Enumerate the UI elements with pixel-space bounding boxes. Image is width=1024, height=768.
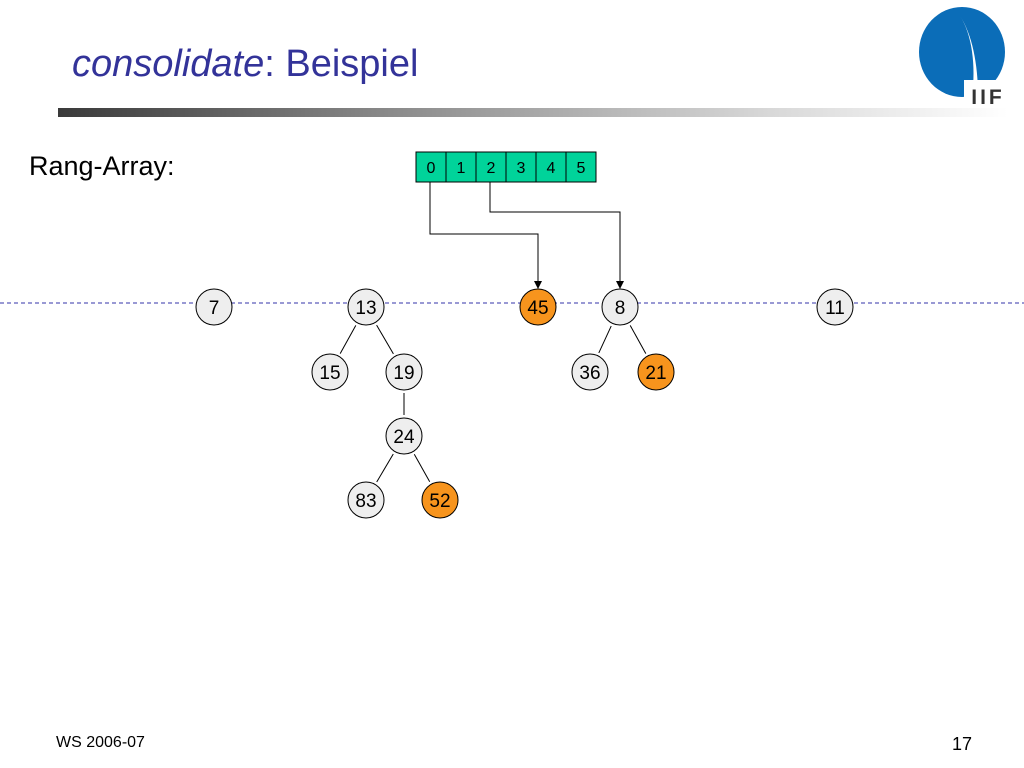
node-layer: 7 13 45 8 11 15 19 36 21 24 83 52	[195, 288, 854, 519]
heap-node: 52	[421, 481, 459, 519]
rank-array-cell: 1	[445, 151, 477, 183]
rank-array: 0 1 2 3 4 5	[415, 151, 597, 183]
heap-node: 36	[571, 353, 609, 391]
heap-node-key: 24	[393, 427, 415, 448]
heap-node-key: 21	[645, 363, 666, 384]
logo-text: IIF	[971, 86, 1005, 108]
heap-node-key: 52	[429, 491, 450, 512]
heap-node-circle	[637, 353, 675, 391]
heap-node: 11	[816, 288, 854, 326]
heap-node-circle	[385, 417, 423, 455]
rank-array-cell-label: 4	[547, 160, 556, 177]
logo-ellipse	[919, 7, 1005, 97]
rank-array-cell-label: 3	[517, 160, 526, 177]
rank-array-cell: 4	[535, 151, 567, 183]
footer-semester: WS 2006-07	[56, 734, 145, 751]
rank-array-cell-label: 2	[487, 160, 496, 177]
heap-node: 45	[519, 288, 557, 326]
heap-node-circle	[421, 481, 459, 519]
tree-edge	[376, 453, 394, 483]
tree-edge	[413, 454, 431, 482]
heap-node-key: 45	[527, 298, 548, 319]
heap-node-key: 15	[319, 363, 340, 384]
logo-cut	[960, 16, 978, 96]
heap-node-key: 13	[355, 298, 376, 319]
iif-logo: IIF	[919, 7, 1012, 108]
heap-node: 8	[601, 288, 639, 326]
heap-node-circle	[311, 353, 349, 391]
heap-node: 21	[637, 353, 675, 391]
rank-array-cell: 3	[505, 151, 537, 183]
rank-array-cell: 2	[475, 151, 507, 183]
heap-node-key: 19	[393, 363, 414, 384]
rank-array-cell-label: 5	[577, 160, 586, 177]
rang-array-label: Rang-Array:	[29, 151, 175, 181]
rank-array-cell-label: 1	[457, 160, 466, 177]
rank-array-cell: 0	[415, 151, 447, 183]
heap-node-key: 7	[209, 298, 220, 319]
logo-text-bg	[964, 80, 1012, 108]
tree-edge	[339, 325, 357, 354]
heap-node-circle	[519, 288, 557, 326]
title-rest-part: : Beispiel	[264, 43, 419, 85]
heap-node: 24	[385, 417, 423, 455]
heap-node-circle	[601, 288, 639, 326]
heap-node-circle	[385, 353, 423, 391]
heap-node: 15	[311, 353, 349, 391]
heap-node-circle	[571, 353, 609, 391]
rank-pointer-arrow	[429, 182, 542, 289]
tree-edge	[376, 324, 394, 355]
heap-node-key: 11	[825, 298, 845, 319]
tree-edge	[598, 325, 612, 354]
heap-node: 19	[385, 353, 423, 391]
slide-title: consolidate: Beispiel	[72, 40, 418, 88]
heap-node-key: 83	[355, 491, 376, 512]
heap-node: 83	[347, 481, 385, 519]
rank-array-cell: 5	[565, 151, 597, 183]
heap-node-circle	[347, 288, 385, 326]
heap-node-circle	[347, 481, 385, 519]
title-underline-bar	[58, 108, 1008, 117]
title-italic-part: consolidate	[72, 43, 265, 85]
page-number: 17	[951, 734, 972, 754]
rank-array-cell-label: 0	[427, 160, 436, 177]
heap-node: 13	[347, 288, 385, 326]
heap-node-circle	[816, 288, 854, 326]
heap-node-circle	[195, 288, 233, 326]
pointer-layer	[429, 182, 624, 289]
heap-node-key: 36	[579, 363, 600, 384]
heap-node-key: 8	[615, 298, 626, 319]
tree-edge	[629, 325, 647, 354]
edge-layer	[339, 324, 647, 483]
heap-node: 7	[195, 288, 233, 326]
rank-pointer-arrow	[489, 182, 624, 289]
